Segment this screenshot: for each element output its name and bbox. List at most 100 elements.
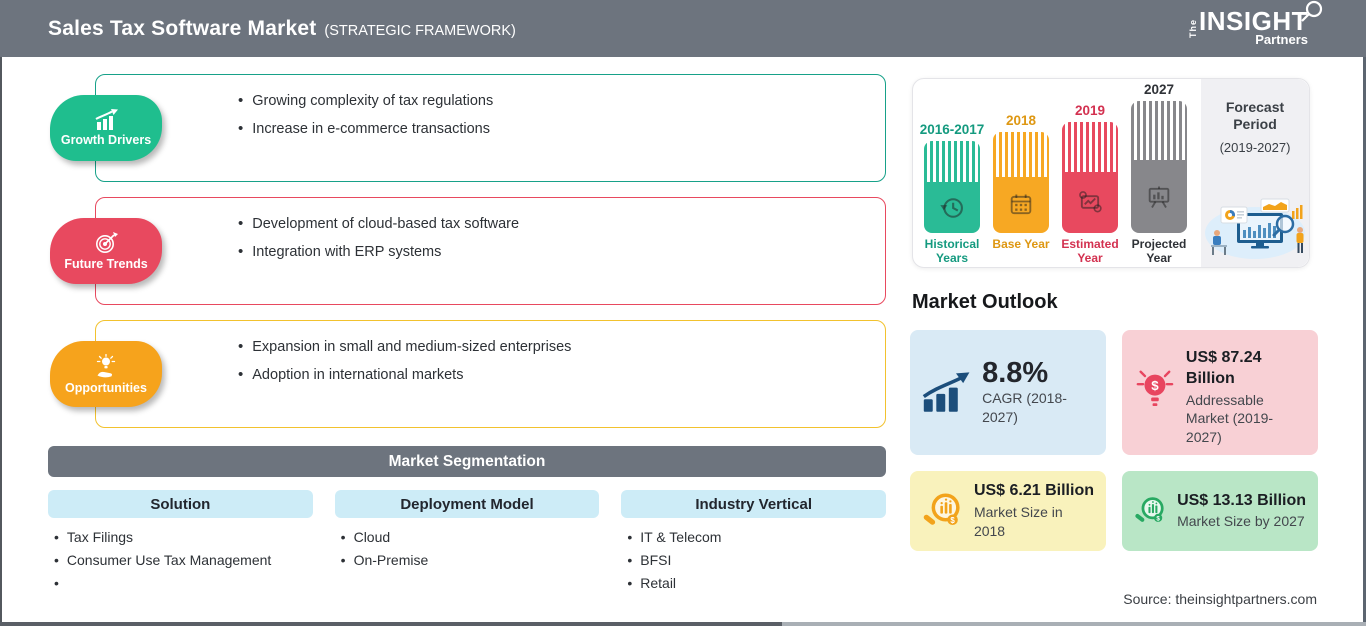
presentation-icon [1148, 186, 1170, 208]
market-segmentation-header: Market Segmentation [48, 446, 886, 477]
size-2027-label: Market Size by 2027 [1177, 513, 1305, 530]
logo-insight-text: INSIGHT [1199, 5, 1308, 36]
addressable-value: US$ 87.24 Billion [1185, 349, 1262, 387]
column-list: IT & Telecom BFSI Retail [621, 529, 886, 591]
bar-caption: Historical Years [924, 237, 980, 265]
forecast-title: Forecast Period [1225, 99, 1285, 132]
cagr-value: 8.8% [982, 356, 1049, 389]
growth-drivers-section: Growing complexity of tax regulations In… [48, 74, 886, 182]
target-icon [95, 232, 118, 253]
svg-text:$: $ [1151, 378, 1159, 393]
list-item: Development of cloud-based tax software [238, 215, 885, 232]
timeline-bar-projected: 2027 [1130, 79, 1188, 266]
window-edge-bottom [0, 622, 1366, 626]
market-size-2027-card: $ US$ 13.13 Billion Market Size by 2027 [1122, 471, 1318, 551]
opportunities-list: Expansion in small and medium-sized ente… [96, 321, 885, 383]
idea-dollar-icon: $ [1136, 370, 1174, 407]
main-title: Sales Tax Software Market [48, 16, 317, 40]
market-outlook-title: Market Outlook [912, 291, 1058, 313]
list-item: IT & Telecom [627, 529, 886, 545]
addressable-market-card: $ US$ 87.24 Billion Addressable Market (… [1122, 330, 1318, 455]
bar [924, 141, 980, 233]
future-trends-badge: Future Trends [50, 218, 162, 284]
list-item: Tax Filings [54, 529, 313, 545]
size-2027-value: US$ 13.13 Billion [1177, 491, 1306, 509]
bar [993, 132, 1049, 233]
list-item: Cloud [341, 529, 600, 545]
badge-label: Opportunities [65, 380, 147, 395]
window-edge-right [1363, 57, 1366, 622]
svg-text:$: $ [950, 516, 955, 525]
bar-caption: Projected Year [1131, 237, 1187, 265]
analysis-icon [1079, 191, 1102, 213]
column-header: Solution [48, 490, 313, 518]
cagr-label: CAGR (2018-2027) [982, 390, 1067, 426]
size-2018-label: Market Size in 2018 [973, 504, 1063, 539]
timeline-bar-base: 2018 [992, 79, 1050, 266]
list-item: Increase in e-commerce transactions [238, 120, 885, 137]
column-list: Tax Filings Consumer Use Tax Management [48, 529, 313, 591]
timeline-bars: 2016-2017 Historical Years [920, 79, 1188, 266]
segmentation-column-deployment: Deployment Model Cloud On-Premise [334, 490, 600, 598]
svg-text:$: $ [1156, 515, 1160, 522]
list-item: Retail [627, 575, 886, 591]
segmentation-column-solution: Solution Tax Filings Consumer Use Tax Ma… [48, 490, 313, 598]
bar-caption: Base Year [992, 237, 1050, 251]
window-edge-left [0, 57, 2, 622]
opportunities-badge: Opportunities [50, 341, 162, 407]
list-item: Adoption in international markets [238, 366, 885, 383]
list-item: Growing complexity of tax regulations [238, 92, 885, 109]
logo-partners-text: Partners [1255, 32, 1308, 48]
page-title: Sales Tax Software Market (STRATEGIC FRAM… [48, 17, 516, 41]
subtitle: (STRATEGIC FRAMEWORK) [324, 22, 516, 39]
list-item: BFSI [627, 552, 886, 568]
segmentation-columns: Solution Tax Filings Consumer Use Tax Ma… [48, 490, 887, 598]
timeline-bar-estimated: 2019 Estimated Year [1061, 79, 1119, 266]
list-item: Consumer Use Tax Management [54, 552, 313, 568]
timeline-bar-historical: 2016-2017 Historical Years [920, 79, 985, 266]
segmentation-title: Market Segmentation [388, 452, 546, 470]
timeline-panel: 2016-2017 Historical Years [912, 78, 1310, 268]
bar-caption: Estimated Year [1061, 237, 1119, 265]
market-search-icon: $ [923, 493, 960, 525]
bar [1131, 101, 1187, 233]
growth-arrow-icon [922, 371, 970, 412]
idea-hand-icon [96, 353, 116, 377]
growth-chart-icon [95, 109, 118, 130]
list-item: On-Premise [341, 552, 600, 568]
growth-drivers-badge: Growth Drivers [50, 95, 162, 161]
column-header: Deployment Model [334, 490, 600, 518]
market-outlook-cards: 8.8% CAGR (2018-2027) $ US$ 87.24 Billio… [910, 330, 1318, 551]
header-bar: Sales Tax Software Market (STRATEGIC FRAM… [0, 0, 1366, 57]
magnifier-icon [1301, 0, 1323, 22]
column-list: Cloud On-Premise [335, 529, 600, 568]
year-label: 2016-2017 [919, 122, 985, 137]
future-trends-section: Development of cloud-based tax software … [48, 197, 886, 305]
logo-the-text: The [1188, 18, 1199, 38]
addressable-label: Addressable Market (2019-2027) [1185, 391, 1274, 446]
calendar-icon [1010, 194, 1032, 215]
growth-drivers-box: Growing complexity of tax regulations In… [95, 74, 886, 182]
badge-label: Growth Drivers [60, 133, 152, 147]
cagr-card: 8.8% CAGR (2018-2027) [910, 330, 1106, 455]
year-label: 2019 [1074, 103, 1106, 118]
insight-partners-logo: The INSIGHT Partners [1188, 0, 1323, 48]
year-label: 2018 [1005, 113, 1037, 128]
badge-label: Future Trends [64, 257, 148, 271]
size-2018-value: US$ 6.21 Billion [973, 482, 1094, 500]
column-header: Industry Vertical [621, 490, 887, 518]
forecast-range: (2019-2027) [1219, 139, 1291, 155]
forecast-period-panel: Forecast Period (2019-2027) [1201, 79, 1309, 267]
history-clock-icon [940, 197, 963, 218]
source-attribution: Source: theinsightpartners.com [1123, 591, 1317, 607]
list-item: Expansion in small and medium-sized ente… [238, 338, 885, 355]
list-item [54, 575, 313, 591]
future-trends-list: Development of cloud-based tax software … [96, 198, 885, 260]
segmentation-column-industry: Industry Vertical IT & Telecom BFSI Reta… [621, 490, 887, 598]
market-size-2018-card: $ US$ 6.21 Billion Market Size in 2018 [910, 471, 1106, 551]
bar [1062, 122, 1118, 233]
future-trends-box: Development of cloud-based tax software … [95, 197, 886, 305]
year-label: 2027 [1143, 82, 1175, 97]
list-item: Integration with ERP systems [238, 243, 885, 260]
